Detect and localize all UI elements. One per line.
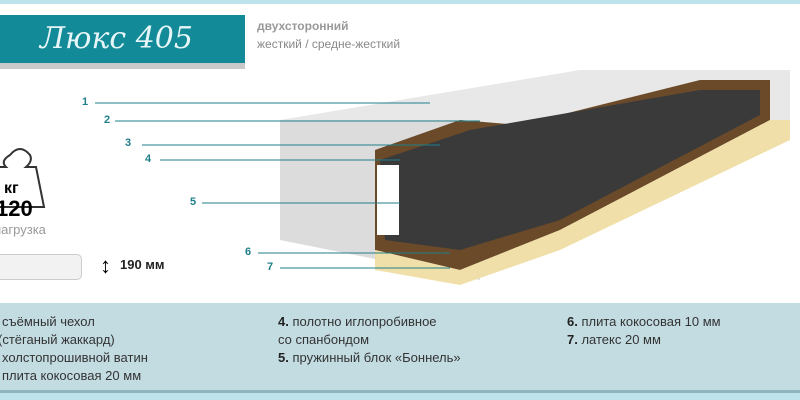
legend-item: 6. плита кокосовая 10 мм	[567, 314, 721, 329]
weight-icon	[0, 148, 46, 208]
callout-6: 6	[245, 246, 252, 258]
subtitle: двухсторонний жесткий / средне-жесткий	[257, 17, 400, 53]
callout-7: 7	[267, 261, 274, 273]
spring-block	[380, 90, 760, 250]
legend-item: со спанбондом	[278, 332, 370, 347]
legend-col-2: 4. полотно иглопробивное со спанбондом 5…	[278, 313, 461, 367]
legend-item: 5. пружинный блок «Боннель»	[278, 350, 461, 365]
callout-2: 2	[104, 114, 111, 126]
legend-item: 4. полотно иглопробивное	[278, 314, 437, 329]
bottom-border	[0, 393, 800, 400]
subtitle-line1: двухсторонний	[257, 19, 349, 33]
legend-col-1: съёмный чехол (стёганый жаккард) холстоп…	[0, 313, 148, 385]
legend-col-3: 6. плита кокосовая 10 мм 7. латекс 20 мм	[567, 313, 721, 349]
callout-3: 3	[125, 137, 132, 149]
load-label: нагрузка	[0, 222, 46, 237]
legend-item: холстопрошивной ватин	[2, 350, 148, 365]
top-border	[0, 0, 800, 4]
callout-1: 1	[82, 96, 89, 108]
mattress-illustration	[95, 70, 790, 285]
callout-4: 4	[145, 153, 152, 165]
legend-item: съёмный чехол	[2, 314, 95, 329]
size-swatch	[0, 254, 82, 280]
mattress-height: 190 мм	[120, 257, 165, 272]
load-unit: кг	[4, 180, 19, 197]
layers-legend: съёмный чехол (стёганый жаккард) холстоп…	[0, 303, 800, 393]
height-arrow-icon: ↕	[100, 253, 111, 278]
legend-item: плита кокосовая 20 мм	[2, 368, 142, 383]
side-foam	[377, 165, 399, 235]
subtitle-line2: жесткий / средне-жесткий	[257, 37, 401, 51]
callout-5: 5	[190, 196, 197, 208]
legend-item: (стёганый жаккард)	[0, 332, 115, 347]
callout-lines	[95, 102, 480, 269]
product-title: Люкс 405	[0, 15, 245, 63]
legend-item: 7. латекс 20 мм	[567, 332, 661, 347]
load-value: 120	[0, 196, 33, 221]
